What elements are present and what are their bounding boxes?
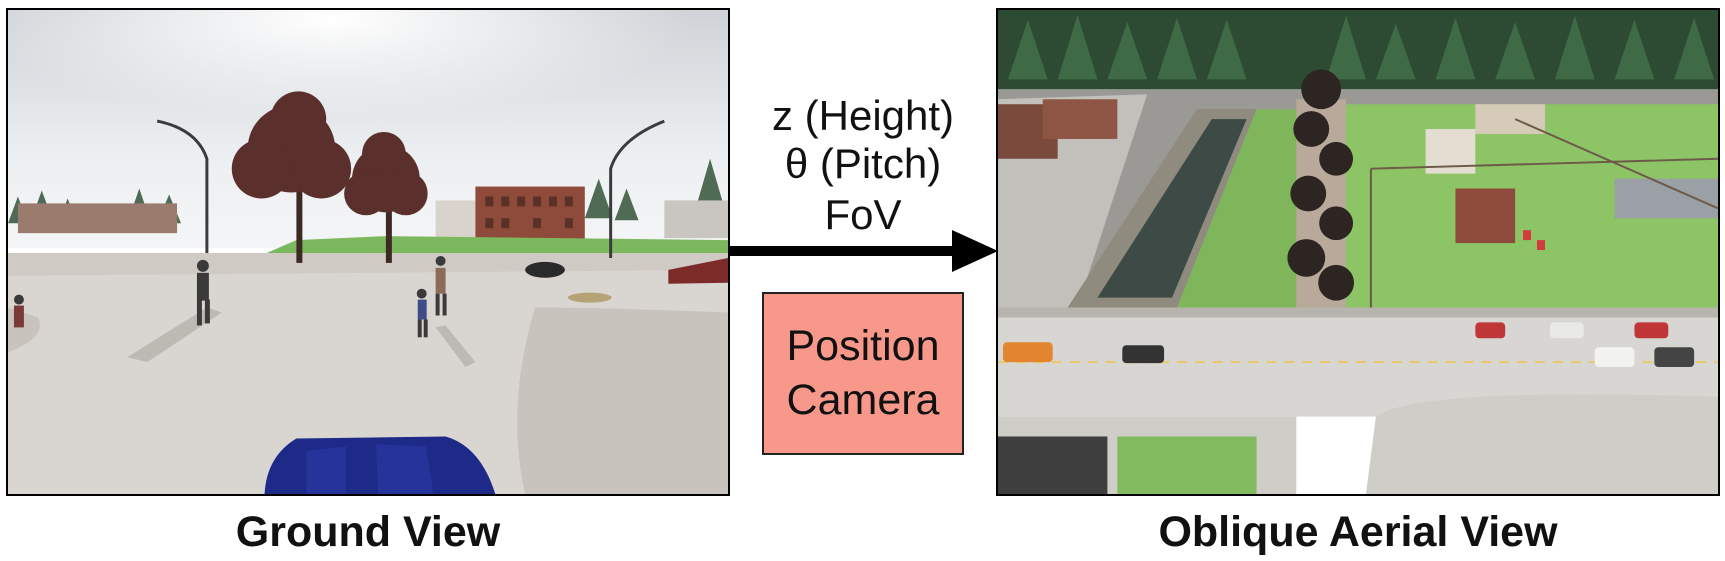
aerial-view-caption: Oblique Aerial View [1158, 508, 1558, 556]
ground-view-caption: Ground View [235, 508, 501, 556]
position-camera-box: Position Camera [762, 292, 964, 455]
position-camera-line1: Position [786, 321, 940, 370]
pitch-parameter-label: θ (Pitch) [784, 140, 942, 187]
height-parameter-label: z (Height) [771, 92, 955, 139]
aerial-view-image [996, 8, 1720, 496]
fov-parameter-label: FoV [824, 191, 902, 238]
aerial-scene-illustration [998, 10, 1718, 494]
ground-scene-illustration [8, 10, 728, 494]
transform-arrow [728, 230, 998, 272]
position-camera-line2: Camera [786, 375, 940, 424]
ground-view-image [6, 8, 730, 496]
